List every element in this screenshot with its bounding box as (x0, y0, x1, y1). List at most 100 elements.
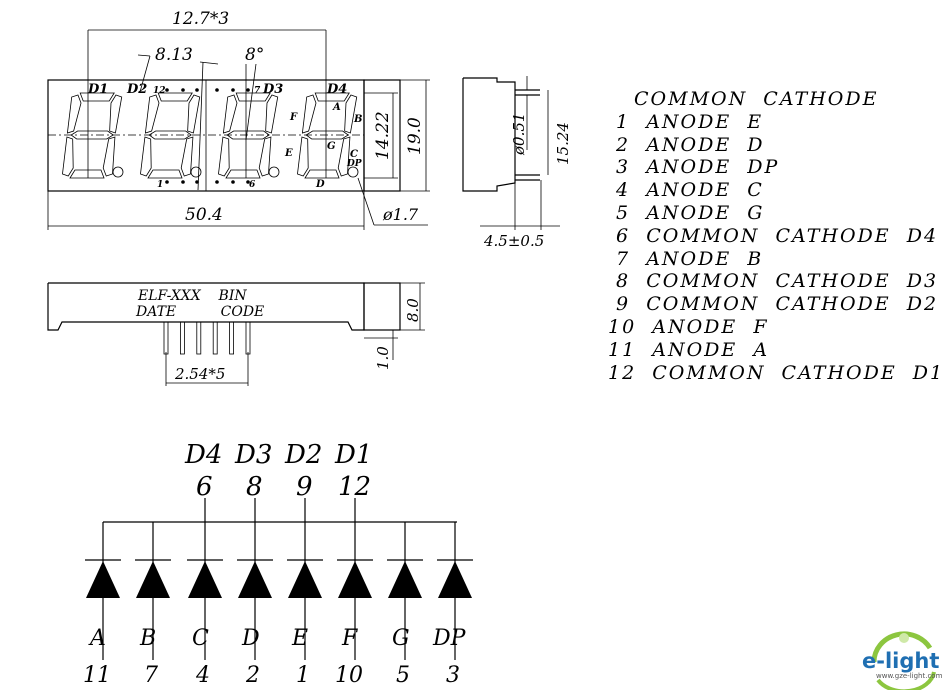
seg-label-f: F (289, 112, 298, 123)
pinout-row: 9 COMMON CATHODE D2 (608, 293, 939, 316)
segment-g (70, 130, 114, 140)
pinout-table: COMMON CATHODE 1 ANODE E 2 ANODE D 3 ANO… (608, 88, 944, 384)
anode-label: B (139, 626, 156, 651)
pin-dot (246, 180, 250, 184)
anode-pin: 5 (396, 663, 410, 688)
segment-e (297, 136, 309, 177)
segment-c (337, 136, 351, 177)
common-pin: 8 (246, 472, 263, 502)
segment-d (69, 169, 105, 179)
pinout-row: 6 COMMON CATHODE D4 (608, 224, 939, 247)
diode-dp: DP3 (432, 522, 473, 688)
diode-c: C4 (187, 522, 223, 688)
diode-triangle (136, 561, 170, 598)
common-pin: 12 (338, 472, 371, 502)
diode-g: G5 (387, 522, 423, 688)
pin-lead (163, 321, 169, 355)
anode-label: E (291, 626, 308, 651)
logo-graphic: e-light www.gze-light.com (862, 631, 943, 690)
common-label: D4 (184, 440, 222, 470)
segment-a (157, 92, 193, 102)
diode-triangle (288, 561, 322, 598)
pin-mark-12: 12 (153, 86, 166, 96)
seg-label-e: E (284, 148, 293, 159)
seg-label-dp: DP (346, 159, 362, 169)
seg-label-a: A (332, 102, 341, 113)
e-light-logo: e-light www.gze-light.com (860, 628, 944, 690)
dim-dp: ø1.7 (382, 205, 419, 224)
common-label: D3 (234, 440, 272, 470)
pin-dot (231, 180, 235, 184)
common-pin: 9 (296, 472, 313, 502)
segment-d (225, 169, 261, 179)
pinout-title: COMMON CATHODE (634, 88, 879, 110)
anode-label: A (88, 626, 106, 651)
dim-pin: ø0.51 (510, 113, 528, 156)
segment-f (301, 94, 317, 134)
segment-f (222, 94, 238, 134)
segment-b (109, 94, 123, 134)
pinout-row: 11 ANODE A (608, 338, 770, 361)
anode-pin: 10 (335, 663, 363, 688)
decimal-point (268, 166, 280, 178)
decimal-point (190, 166, 202, 178)
seg-label-d: D (315, 179, 325, 190)
dim-offset: 4.5±0.5 (483, 232, 544, 250)
diode-a: A11 (83, 522, 121, 688)
anode-label: G (392, 626, 410, 651)
segment-c (258, 136, 272, 177)
diode-triangle (438, 561, 472, 598)
dim-bottom-height: 8.0 (404, 298, 422, 322)
dim-pin-pitch: 2.54*5 (174, 365, 225, 383)
dim-width: 50.4 (185, 205, 223, 225)
segment-b (265, 94, 279, 134)
seg-label-g: G (327, 141, 336, 152)
pin-dot (181, 88, 185, 92)
svg-text:www.gze-light.com: www.gze-light.com (876, 672, 943, 680)
diode-triangle (188, 561, 222, 598)
pin-lead (245, 321, 251, 355)
common-pin: 6 (196, 472, 213, 502)
pin-lead (196, 321, 202, 355)
pin-lead (229, 321, 235, 355)
digit-label-d4: D4 (326, 82, 347, 97)
marking-line-2: DATE CODE (135, 304, 264, 320)
dim-digit-width: 8.13 (155, 45, 193, 65)
digit-label-d1: D1 (87, 82, 108, 97)
diode-triangle (238, 561, 272, 598)
diode-triangle (86, 561, 120, 598)
seg-label-c: C (350, 149, 358, 160)
diode-d: D2 (237, 522, 273, 688)
segment-a (79, 92, 115, 102)
anode-pin: 3 (446, 663, 460, 688)
segment-g (226, 130, 270, 140)
pinout-row: 2 ANODE D (608, 133, 765, 156)
side-view: ø0.51 15.24 4.5±0.5 (462, 76, 572, 250)
pin-dot (215, 180, 219, 184)
segment-c (102, 136, 116, 177)
segment-a (235, 92, 271, 102)
pin-dot (165, 180, 169, 184)
anode-label: D (241, 626, 260, 651)
bottom-view: ELF-XXX BIN DATE CODE 2.54*5 8.0 1.0 (47, 282, 425, 386)
dim-digit-height: 14.22 (373, 111, 393, 160)
segment-f (66, 94, 82, 134)
digit-3 (218, 92, 280, 179)
pinout-row: 8 COMMON CATHODE D3 (608, 270, 939, 293)
common-label: D2 (284, 440, 322, 470)
segment-g (305, 130, 349, 140)
dim-pitch: 12.7*3 (172, 9, 229, 29)
common-label: D1 (334, 440, 372, 470)
anode-pin: 4 (195, 663, 210, 688)
segment-b (344, 94, 358, 134)
seg-label-b: B (353, 114, 362, 125)
digit-label-d2: D2 (126, 82, 147, 97)
pin-dot (181, 180, 185, 184)
pin-dot (195, 88, 199, 92)
digit-label-d3: D3 (262, 82, 283, 97)
svg-text:e-light: e-light (862, 649, 939, 673)
segment-b (187, 94, 201, 134)
segment-e (62, 136, 74, 177)
